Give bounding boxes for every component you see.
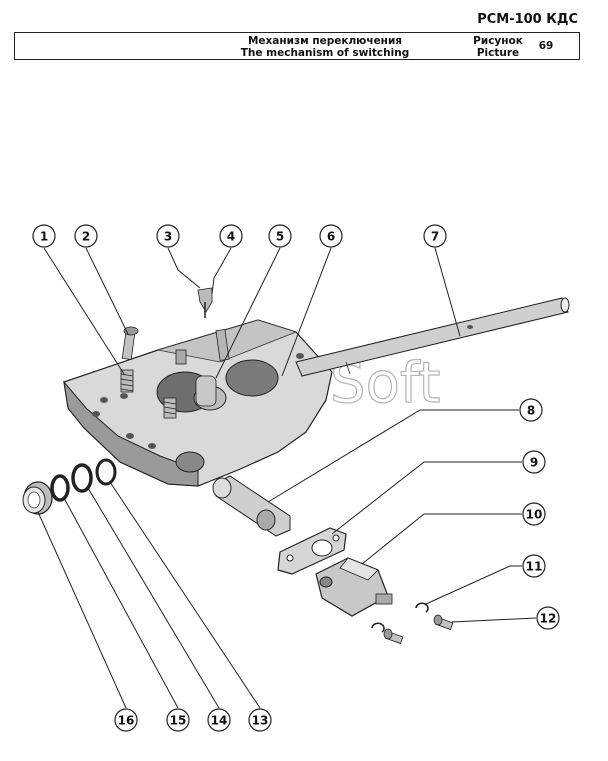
callout-1: 1 [32,224,56,248]
lock-block [315,557,393,617]
circlip-2 [371,622,385,633]
leader-13 [109,481,261,709]
spring-1 [120,369,134,393]
callout-10: 10 [522,502,546,526]
callout-13: 13 [248,708,272,732]
callout-14: 14 [207,708,231,732]
callout-14-label: 14 [211,714,228,728]
callout-8: 8 [519,398,543,422]
callout-15-label: 15 [170,714,187,728]
leader-10 [361,513,522,565]
leader-12 [451,617,537,623]
callout-15: 15 [166,708,190,732]
ring-15 [50,474,70,502]
title-en: The mechanism of switching [240,47,410,59]
callout-5-label: 5 [276,230,284,244]
picture-label-ru: Рисунок [473,35,523,47]
title-block: Механизм переключения The mechanism of s… [14,32,580,60]
callout-4: 4 [219,224,243,248]
leader-6 [281,247,332,377]
callout-11-label: 11 [526,560,543,574]
picture-label-en: Picture [476,47,520,59]
callout-10-label: 10 [526,508,543,522]
callout-7: 7 [423,224,447,248]
callout-13-label: 13 [252,714,269,728]
leader-15 [63,497,179,709]
pin-part [197,287,213,318]
callout-11: 11 [522,554,546,578]
callout-2: 2 [74,224,98,248]
leader-5 [215,247,281,379]
leader-1 [43,247,125,375]
callout-2-label: 2 [82,230,90,244]
leader-lines [37,247,537,709]
spring-2 [163,397,177,419]
ring-14 [71,463,93,493]
callout-9: 9 [522,450,546,474]
leader-8 [267,409,519,503]
callout-16-label: 16 [118,714,135,728]
title-ru: Механизм переключения [247,35,403,47]
leader-4 [211,247,232,295]
callout-12: 12 [536,606,560,630]
plunger-part [212,475,291,537]
small-bolt-2 [383,628,404,645]
callout-16: 16 [114,708,138,732]
callout-1-label: 1 [40,230,48,244]
bushing-part [22,481,53,515]
leader-3 [167,247,201,289]
callout-3-label: 3 [164,230,172,244]
leader-14 [87,487,220,709]
leader-2 [85,247,129,335]
picture-number: 69 [538,40,554,52]
bolt-part [121,326,139,361]
callout-7-label: 7 [431,230,439,244]
callout-12-label: 12 [540,612,557,626]
model-name: РСМ-100 КДС [477,12,578,27]
shift-shaft [295,297,570,377]
leader-9 [331,461,522,535]
leader-7 [434,247,461,337]
leader-16 [37,511,127,709]
callout-6: 6 [319,224,343,248]
callout-3: 3 [156,224,180,248]
circlip-1 [415,602,429,613]
gasket-part [277,527,347,575]
callout-6-label: 6 [327,230,335,244]
callout-9-label: 9 [530,456,538,470]
leader-11 [425,565,522,605]
callout-4-label: 4 [227,230,235,244]
callout-5: 5 [268,224,292,248]
callout-8-label: 8 [527,404,535,418]
small-bolt-1 [433,614,454,631]
ring-13 [95,458,117,486]
